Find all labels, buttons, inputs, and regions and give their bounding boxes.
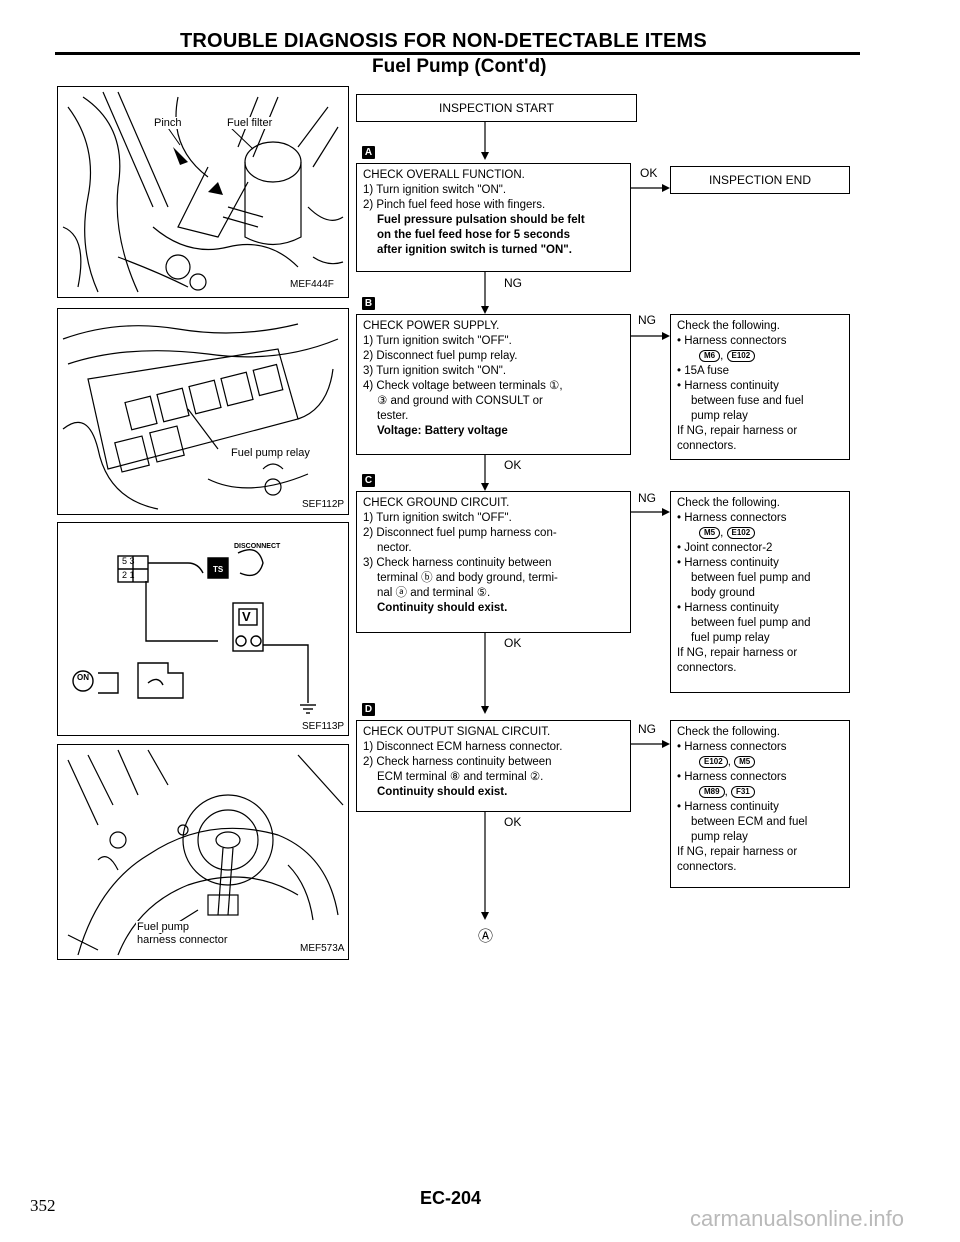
ng-check-line: between fuel pump and	[677, 616, 843, 631]
step-c-line: 3) Check harness continuity between	[363, 556, 624, 571]
step-b-line: 3) Turn ignition switch "ON".	[363, 364, 624, 379]
step-b-spec: Voltage: Battery voltage	[363, 424, 624, 439]
step-b-tag: B	[362, 297, 375, 310]
step-d-line: 1) Disconnect ECM harness connector.	[363, 740, 624, 755]
step-d-ng-label: NG	[638, 722, 656, 736]
ng-repair-line: If NG, repair harness or	[677, 845, 843, 860]
step-b-line: 1) Turn ignition switch "OFF".	[363, 334, 624, 349]
step-a-spec: on the fuel feed hose for 5 seconds	[363, 228, 624, 243]
step-b-line: tester.	[363, 409, 624, 424]
step-d-ok-label: OK	[504, 815, 521, 829]
ng-check-line: Check the following.	[677, 725, 843, 740]
step-c-line: CHECK GROUND CIRCUIT.	[363, 496, 624, 511]
step-d-tag: D	[362, 703, 375, 716]
step-a-line: 2) Pinch fuel feed hose with fingers.	[363, 198, 624, 213]
connector-f31: F31	[731, 786, 755, 798]
ng-check-line: pump relay	[677, 409, 843, 424]
step-a-tag: A	[362, 146, 375, 159]
step-b-ng-label: NG	[638, 313, 656, 327]
step-d-ng-box: Check the following. Harness connectors …	[670, 720, 850, 888]
step-b-line: CHECK POWER SUPPLY.	[363, 319, 624, 334]
connector-m5: M5	[699, 527, 720, 539]
ng-check-line: Harness continuity	[677, 601, 843, 616]
page-code: EC-204	[420, 1188, 481, 1209]
step-b-line: 4) Check voltage between terminals ①,	[363, 379, 624, 394]
ng-check-line: Joint connector-2	[677, 541, 843, 556]
ng-check-line: between ECM and fuel	[677, 815, 843, 830]
watermark: carmanualsonline.info	[690, 1206, 904, 1232]
step-d-spec: Continuity should exist.	[363, 785, 624, 800]
step-a-spec: after ignition switch is turned "ON".	[363, 243, 624, 258]
ng-check-line: fuel pump relay	[677, 631, 843, 646]
step-a-ng-label: NG	[504, 276, 522, 290]
ng-repair-line: connectors.	[677, 860, 843, 875]
connector-e102: E102	[727, 350, 756, 362]
step-c-spec: Continuity should exist.	[363, 601, 624, 616]
ng-repair-line: If NG, repair harness or	[677, 424, 843, 439]
inspection-end-box: INSPECTION END	[670, 166, 850, 194]
step-b-ok-label: OK	[504, 458, 521, 472]
connector-e102: E102	[727, 527, 756, 539]
ng-check-line: Harness continuity	[677, 379, 843, 394]
step-d-line: ECM terminal ⑧ and terminal ②.	[363, 770, 624, 785]
connector-list: E102, M5	[677, 755, 843, 770]
connector-m6: M6	[699, 350, 720, 362]
inspection-start-box: INSPECTION START	[356, 94, 637, 122]
step-c-line: 1) Turn ignition switch "OFF".	[363, 511, 624, 526]
ng-check-line: Harness connectors	[677, 740, 843, 755]
ng-repair-line: connectors.	[677, 439, 843, 454]
step-b-ng-box: Check the following. Harness connectors …	[670, 314, 850, 460]
continue-marker: Ⓐ	[478, 925, 493, 946]
step-c-tag: C	[362, 474, 375, 487]
step-b-line: ③ and ground with CONSULT or	[363, 394, 624, 409]
step-a-line: 1) Turn ignition switch "ON".	[363, 183, 624, 198]
ng-check-line: pump relay	[677, 830, 843, 845]
page-number: 352	[30, 1196, 56, 1216]
step-b-box: CHECK POWER SUPPLY. 1) Turn ignition swi…	[356, 314, 631, 455]
ng-check-line: between fuse and fuel	[677, 394, 843, 409]
step-c-line: nal ⓐ and terminal ⑤.	[363, 586, 624, 601]
connector-m89: M89	[699, 786, 725, 798]
connector-list: M5, E102	[677, 526, 843, 541]
ng-repair-line: connectors.	[677, 661, 843, 676]
connector-m5: M5	[734, 756, 755, 768]
ng-check-line: body ground	[677, 586, 843, 601]
connector-list: M89, F31	[677, 785, 843, 800]
step-a-box: CHECK OVERALL FUNCTION. 1) Turn ignition…	[356, 163, 631, 272]
step-d-box: CHECK OUTPUT SIGNAL CIRCUIT. 1) Disconne…	[356, 720, 631, 812]
step-c-ng-label: NG	[638, 491, 656, 505]
step-c-line: nector.	[363, 541, 624, 556]
ng-check-line: Check the following.	[677, 496, 843, 511]
ng-check-line: Harness continuity	[677, 800, 843, 815]
step-c-ok-label: OK	[504, 636, 521, 650]
connector-list: M6, E102	[677, 349, 843, 364]
step-a-line: CHECK OVERALL FUNCTION.	[363, 168, 624, 183]
step-c-box: CHECK GROUND CIRCUIT. 1) Turn ignition s…	[356, 491, 631, 633]
step-c-line: terminal ⓑ and body ground, termi-	[363, 571, 624, 586]
ng-check-line: Harness connectors	[677, 334, 843, 349]
ng-check-line: Harness continuity	[677, 556, 843, 571]
ng-check-line: 15A fuse	[677, 364, 843, 379]
step-d-line: 2) Check harness continuity between	[363, 755, 624, 770]
ng-check-line: Harness connectors	[677, 770, 843, 785]
ng-check-line: between fuel pump and	[677, 571, 843, 586]
connector-e102: E102	[699, 756, 728, 768]
step-d-line: CHECK OUTPUT SIGNAL CIRCUIT.	[363, 725, 624, 740]
step-a-ok-label: OK	[640, 166, 657, 180]
ng-check-line: Check the following.	[677, 319, 843, 334]
ng-check-line: Harness connectors	[677, 511, 843, 526]
step-c-line: 2) Disconnect fuel pump harness con-	[363, 526, 624, 541]
ng-repair-line: If NG, repair harness or	[677, 646, 843, 661]
step-b-line: 2) Disconnect fuel pump relay.	[363, 349, 624, 364]
step-c-ng-box: Check the following. Harness connectors …	[670, 491, 850, 693]
step-a-spec: Fuel pressure pulsation should be felt	[363, 213, 624, 228]
